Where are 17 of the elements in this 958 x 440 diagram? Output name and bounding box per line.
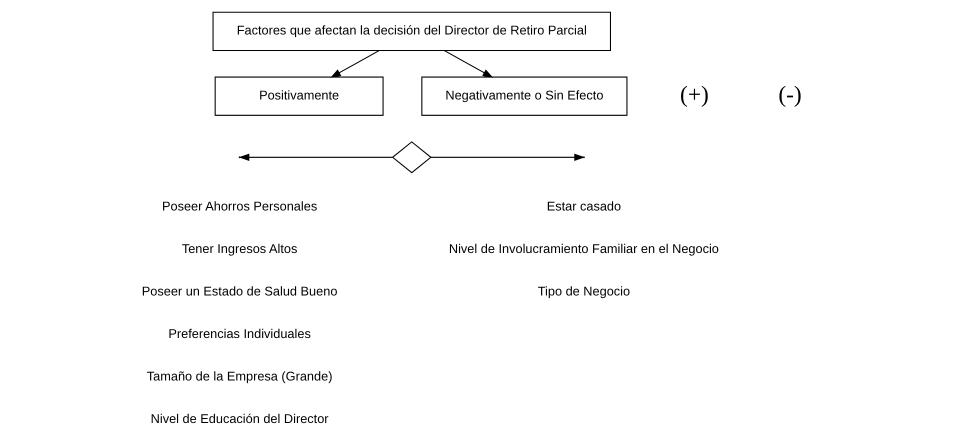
arrow [330, 50, 379, 78]
label: Poseer Ahorros Personales [162, 198, 317, 214]
node-box: Positivamente [214, 76, 384, 116]
label: Estar casado [546, 198, 621, 214]
label: Preferencias Individuales [168, 326, 310, 342]
arrow [444, 50, 493, 78]
label: Nivel de Involucramiento Familiar en el Negocio [448, 241, 718, 256]
label: (+) [680, 82, 708, 108]
label: Poseer un Estado de Salud Bueno [141, 284, 337, 299]
node-box: Factores que afectan la decisión del Director de Retiro Parcial [212, 12, 610, 52]
node-diamond [391, 141, 432, 174]
label: Tener Ingresos Altos [181, 241, 297, 256]
label: Nivel de Educación del Director [150, 411, 328, 426]
node-box: Negativamente o Sin Efecto [420, 76, 627, 116]
label: Tamaño de la Empresa (Grande) [146, 368, 332, 384]
label: (-) [778, 82, 802, 108]
label: Tipo de Negocio [537, 284, 630, 299]
